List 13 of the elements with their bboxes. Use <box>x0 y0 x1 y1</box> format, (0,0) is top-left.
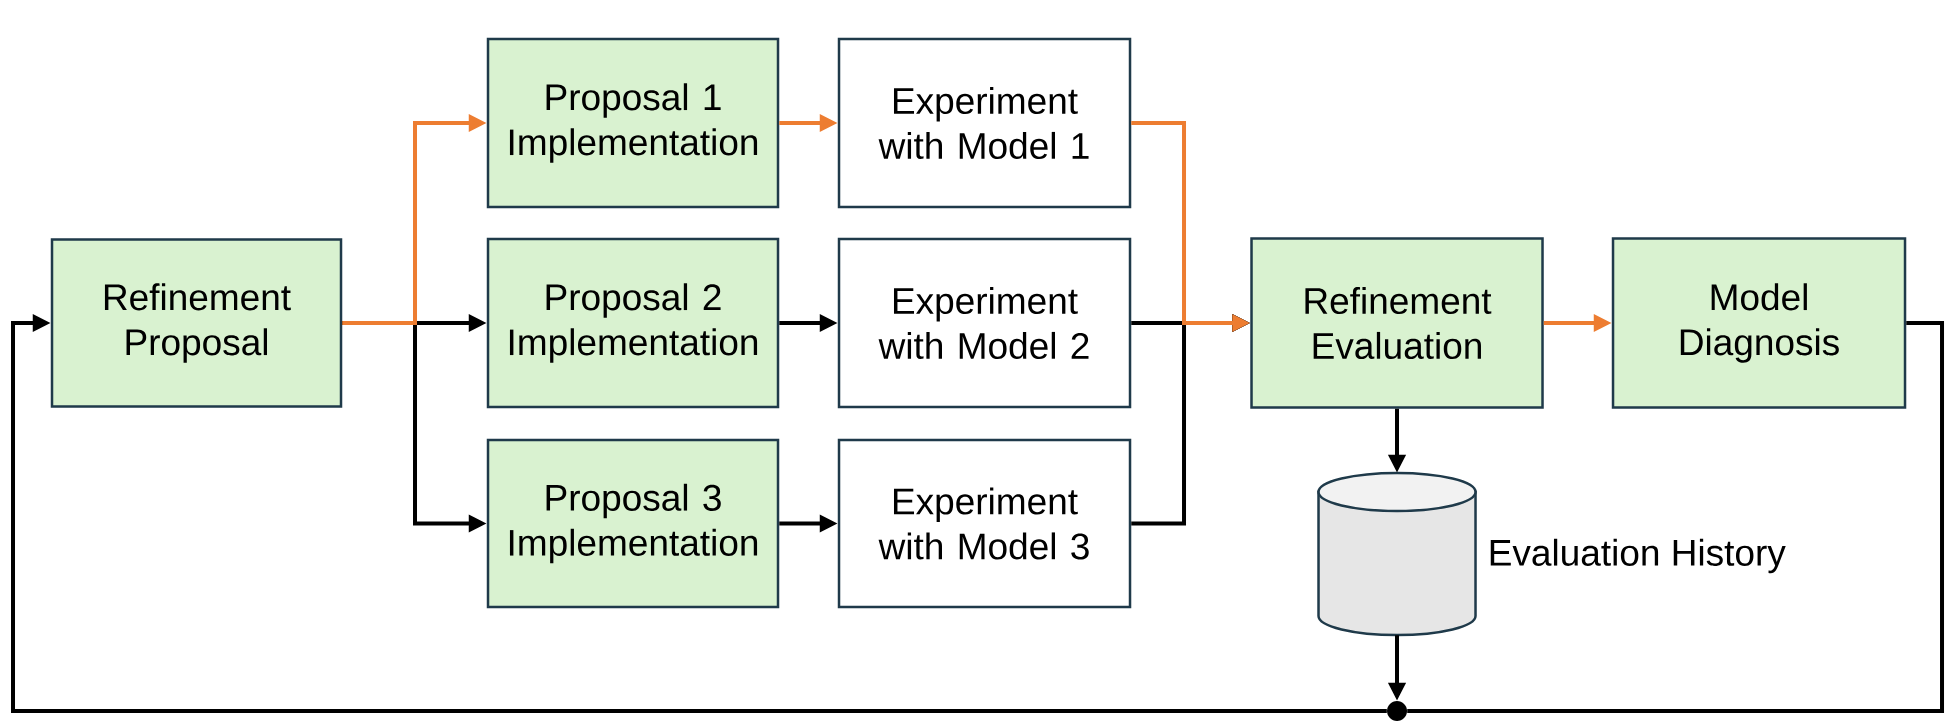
process-box: Experiment with Model 3 <box>837 438 1132 609</box>
connector-line <box>1407 321 1944 713</box>
caption-text: Evaluation History <box>1490 538 1786 574</box>
process-box: Experiment with Model 1 <box>837 37 1132 209</box>
arrow <box>11 313 1387 713</box>
process-box: Refinement Proposal <box>50 238 343 408</box>
process-box: Proposal 2 Implementation <box>486 237 780 409</box>
junction-dot <box>1387 701 1407 721</box>
process-box: Proposal 1 Implementation <box>486 37 780 209</box>
process-box: Experiment with Model 2 <box>837 237 1132 409</box>
process-box: Model Diagnosis <box>1611 237 1907 409</box>
process-box: Refinement Evaluation <box>1250 237 1544 409</box>
process-box: Proposal 3 Implementation <box>486 438 780 609</box>
